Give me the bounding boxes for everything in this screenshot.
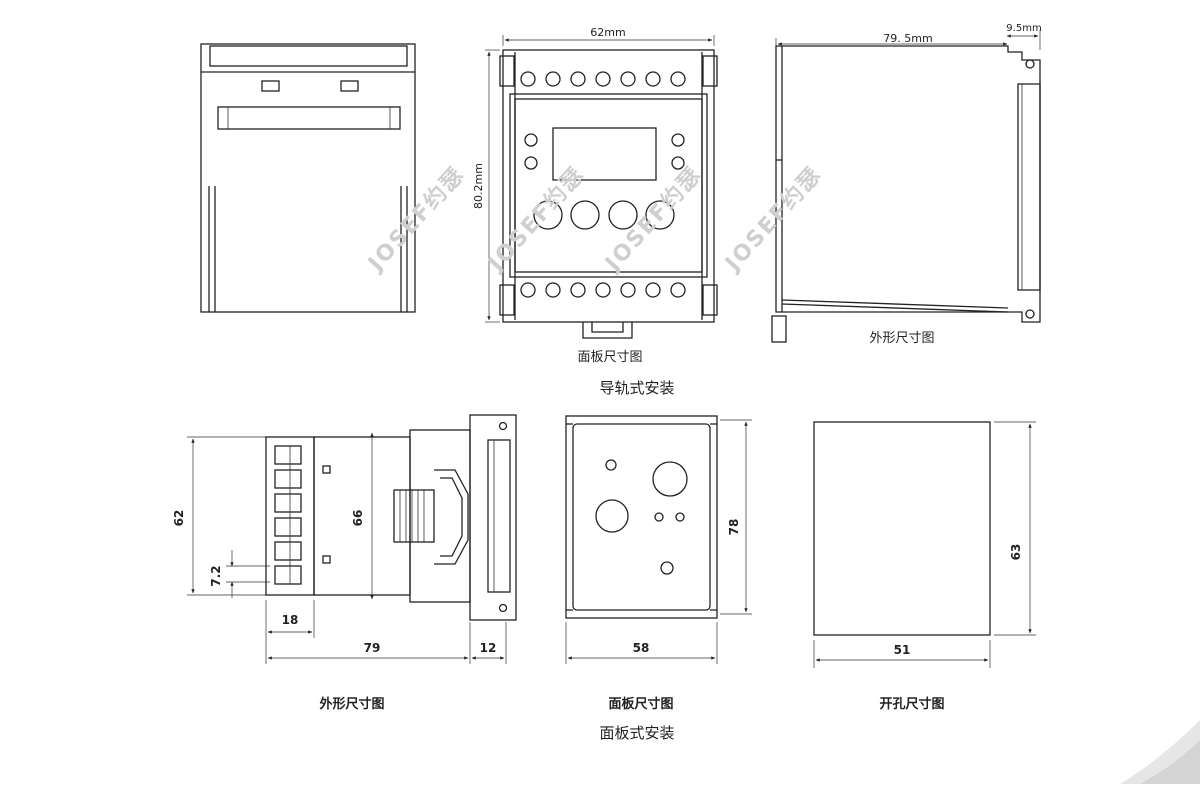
top-terminals bbox=[520, 71, 686, 87]
dim-panel-height: 78 bbox=[727, 519, 741, 536]
dim-side-front: 12 bbox=[480, 641, 497, 655]
panel-view: 78 58 面板尺寸图 bbox=[565, 415, 752, 712]
side-view-panel: 62 7.2 66 bbox=[172, 414, 517, 712]
cutout-caption: 开孔尺寸图 bbox=[879, 696, 944, 712]
page-curl bbox=[1120, 720, 1200, 784]
front-caption: 面板尺寸图 bbox=[577, 350, 642, 365]
side-caption-top: 外形尺寸图 bbox=[869, 331, 934, 346]
dim-side-inner: 66 bbox=[351, 510, 365, 527]
dim-side-height: 62 bbox=[172, 510, 186, 527]
watermark-3: JOSEF约瑟 bbox=[599, 161, 707, 277]
cutout-view: 63 51 开孔尺寸图 bbox=[813, 421, 1036, 712]
front-view: 62mm 80.2mm bbox=[472, 26, 718, 365]
bottom-terminals bbox=[520, 282, 686, 298]
panel-caption: 面板尺寸图 bbox=[608, 696, 673, 712]
back-view bbox=[200, 43, 416, 313]
watermark-1: JOSEF约瑟 bbox=[362, 161, 470, 277]
dim-width-label: 62mm bbox=[590, 26, 625, 39]
dim-side-depth: 79 bbox=[364, 641, 381, 655]
rail-mount-title: 导轨式安装 bbox=[599, 379, 674, 397]
terminal-slots bbox=[274, 445, 302, 585]
watermark-2: JOSEF约瑟 bbox=[482, 161, 590, 277]
side-caption-bottom: 外形尺寸图 bbox=[318, 696, 384, 712]
dim-cut-height: 63 bbox=[1009, 544, 1023, 561]
dim-extra-label: 9.5mm bbox=[1006, 23, 1041, 34]
dim-side-pitch: 7.2 bbox=[209, 565, 223, 586]
dim-panel-width: 58 bbox=[633, 641, 650, 655]
dim-side-terminal: 18 bbox=[282, 613, 299, 627]
side-view-rail: 79. 5mm 9.5mm 外形尺寸图 bbox=[771, 23, 1042, 346]
dim-height-label: 80.2mm bbox=[472, 163, 485, 209]
watermark-4: JOSEF约瑟 bbox=[719, 161, 827, 277]
dim-cut-width: 51 bbox=[894, 643, 911, 657]
watermarks: JOSEF约瑟 JOSEF约瑟 JOSEF约瑟 JOSEF约瑟 bbox=[362, 161, 827, 277]
panel-mount-title: 面板式安装 bbox=[599, 724, 674, 742]
dim-depth-label: 79. 5mm bbox=[883, 32, 932, 45]
